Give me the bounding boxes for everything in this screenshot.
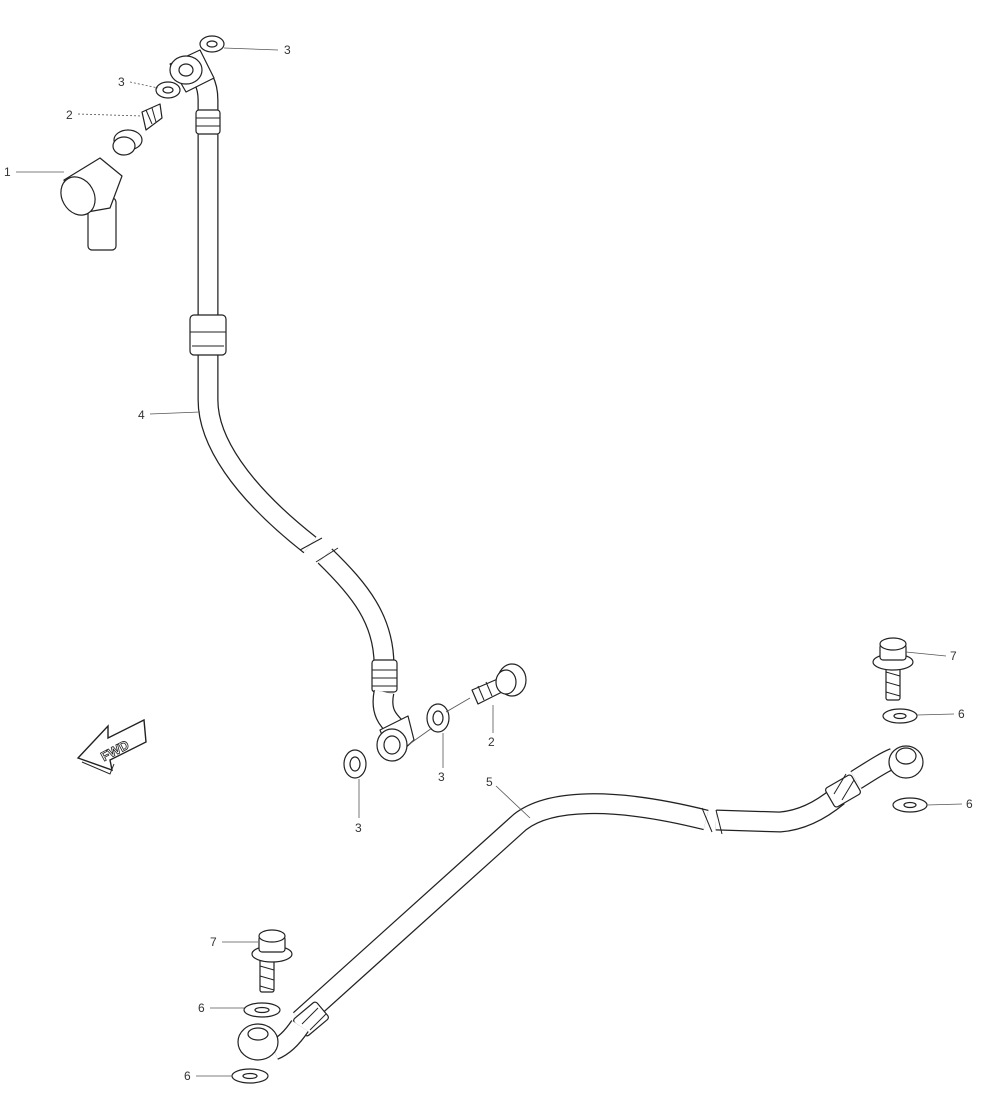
washer-middle — [426, 703, 450, 733]
callout-2-top: 2 — [66, 108, 73, 122]
washer-right-upper — [882, 708, 918, 724]
banjo-fitting-right — [888, 745, 924, 779]
washer-right-lower — [892, 797, 928, 813]
callout-2-middle: 2 — [488, 735, 495, 749]
callout-5: 5 — [486, 775, 493, 789]
banjo-bolt-left — [251, 929, 293, 993]
callout-7-left: 7 — [210, 935, 217, 949]
lower-banjo-fitting-upper-hose — [376, 715, 415, 762]
callout-3-middle: 3 — [438, 770, 445, 784]
upper-brake-hose — [169, 49, 415, 762]
callout-6-right-lower: 6 — [966, 797, 973, 811]
washer-left-upper — [243, 1002, 281, 1018]
callout-1: 1 — [4, 165, 11, 179]
callouts: 3 3 2 1 4 2 3 3 5 7 6 6 7 — [4, 43, 973, 1083]
washer-middle-lower — [343, 749, 367, 779]
callout-3-top-right: 3 — [284, 43, 291, 57]
washer-left-lower — [231, 1068, 269, 1084]
callout-6-left-upper: 6 — [198, 1001, 205, 1015]
callout-7-right: 7 — [950, 649, 957, 663]
banjo-bolt-right — [872, 637, 914, 701]
callout-6-right-upper: 6 — [958, 707, 965, 721]
callout-3-top-left: 3 — [118, 75, 125, 89]
callout-6-left-lower: 6 — [184, 1069, 191, 1083]
banjo-fitting-left — [237, 1023, 279, 1061]
callout-3-bottom: 3 — [355, 821, 362, 835]
banjo-bolt-middle — [471, 663, 527, 705]
banjo-bolt-top — [112, 103, 163, 156]
forward-direction-arrow: FWD — [76, 718, 147, 775]
washer-top-left — [155, 81, 181, 99]
reservoir-cap-part-1 — [60, 157, 123, 251]
washer-top-right — [199, 35, 225, 53]
top-banjo-fitting — [169, 49, 215, 93]
lower-brake-hose — [269, 748, 899, 1060]
callout-4: 4 — [138, 408, 145, 422]
